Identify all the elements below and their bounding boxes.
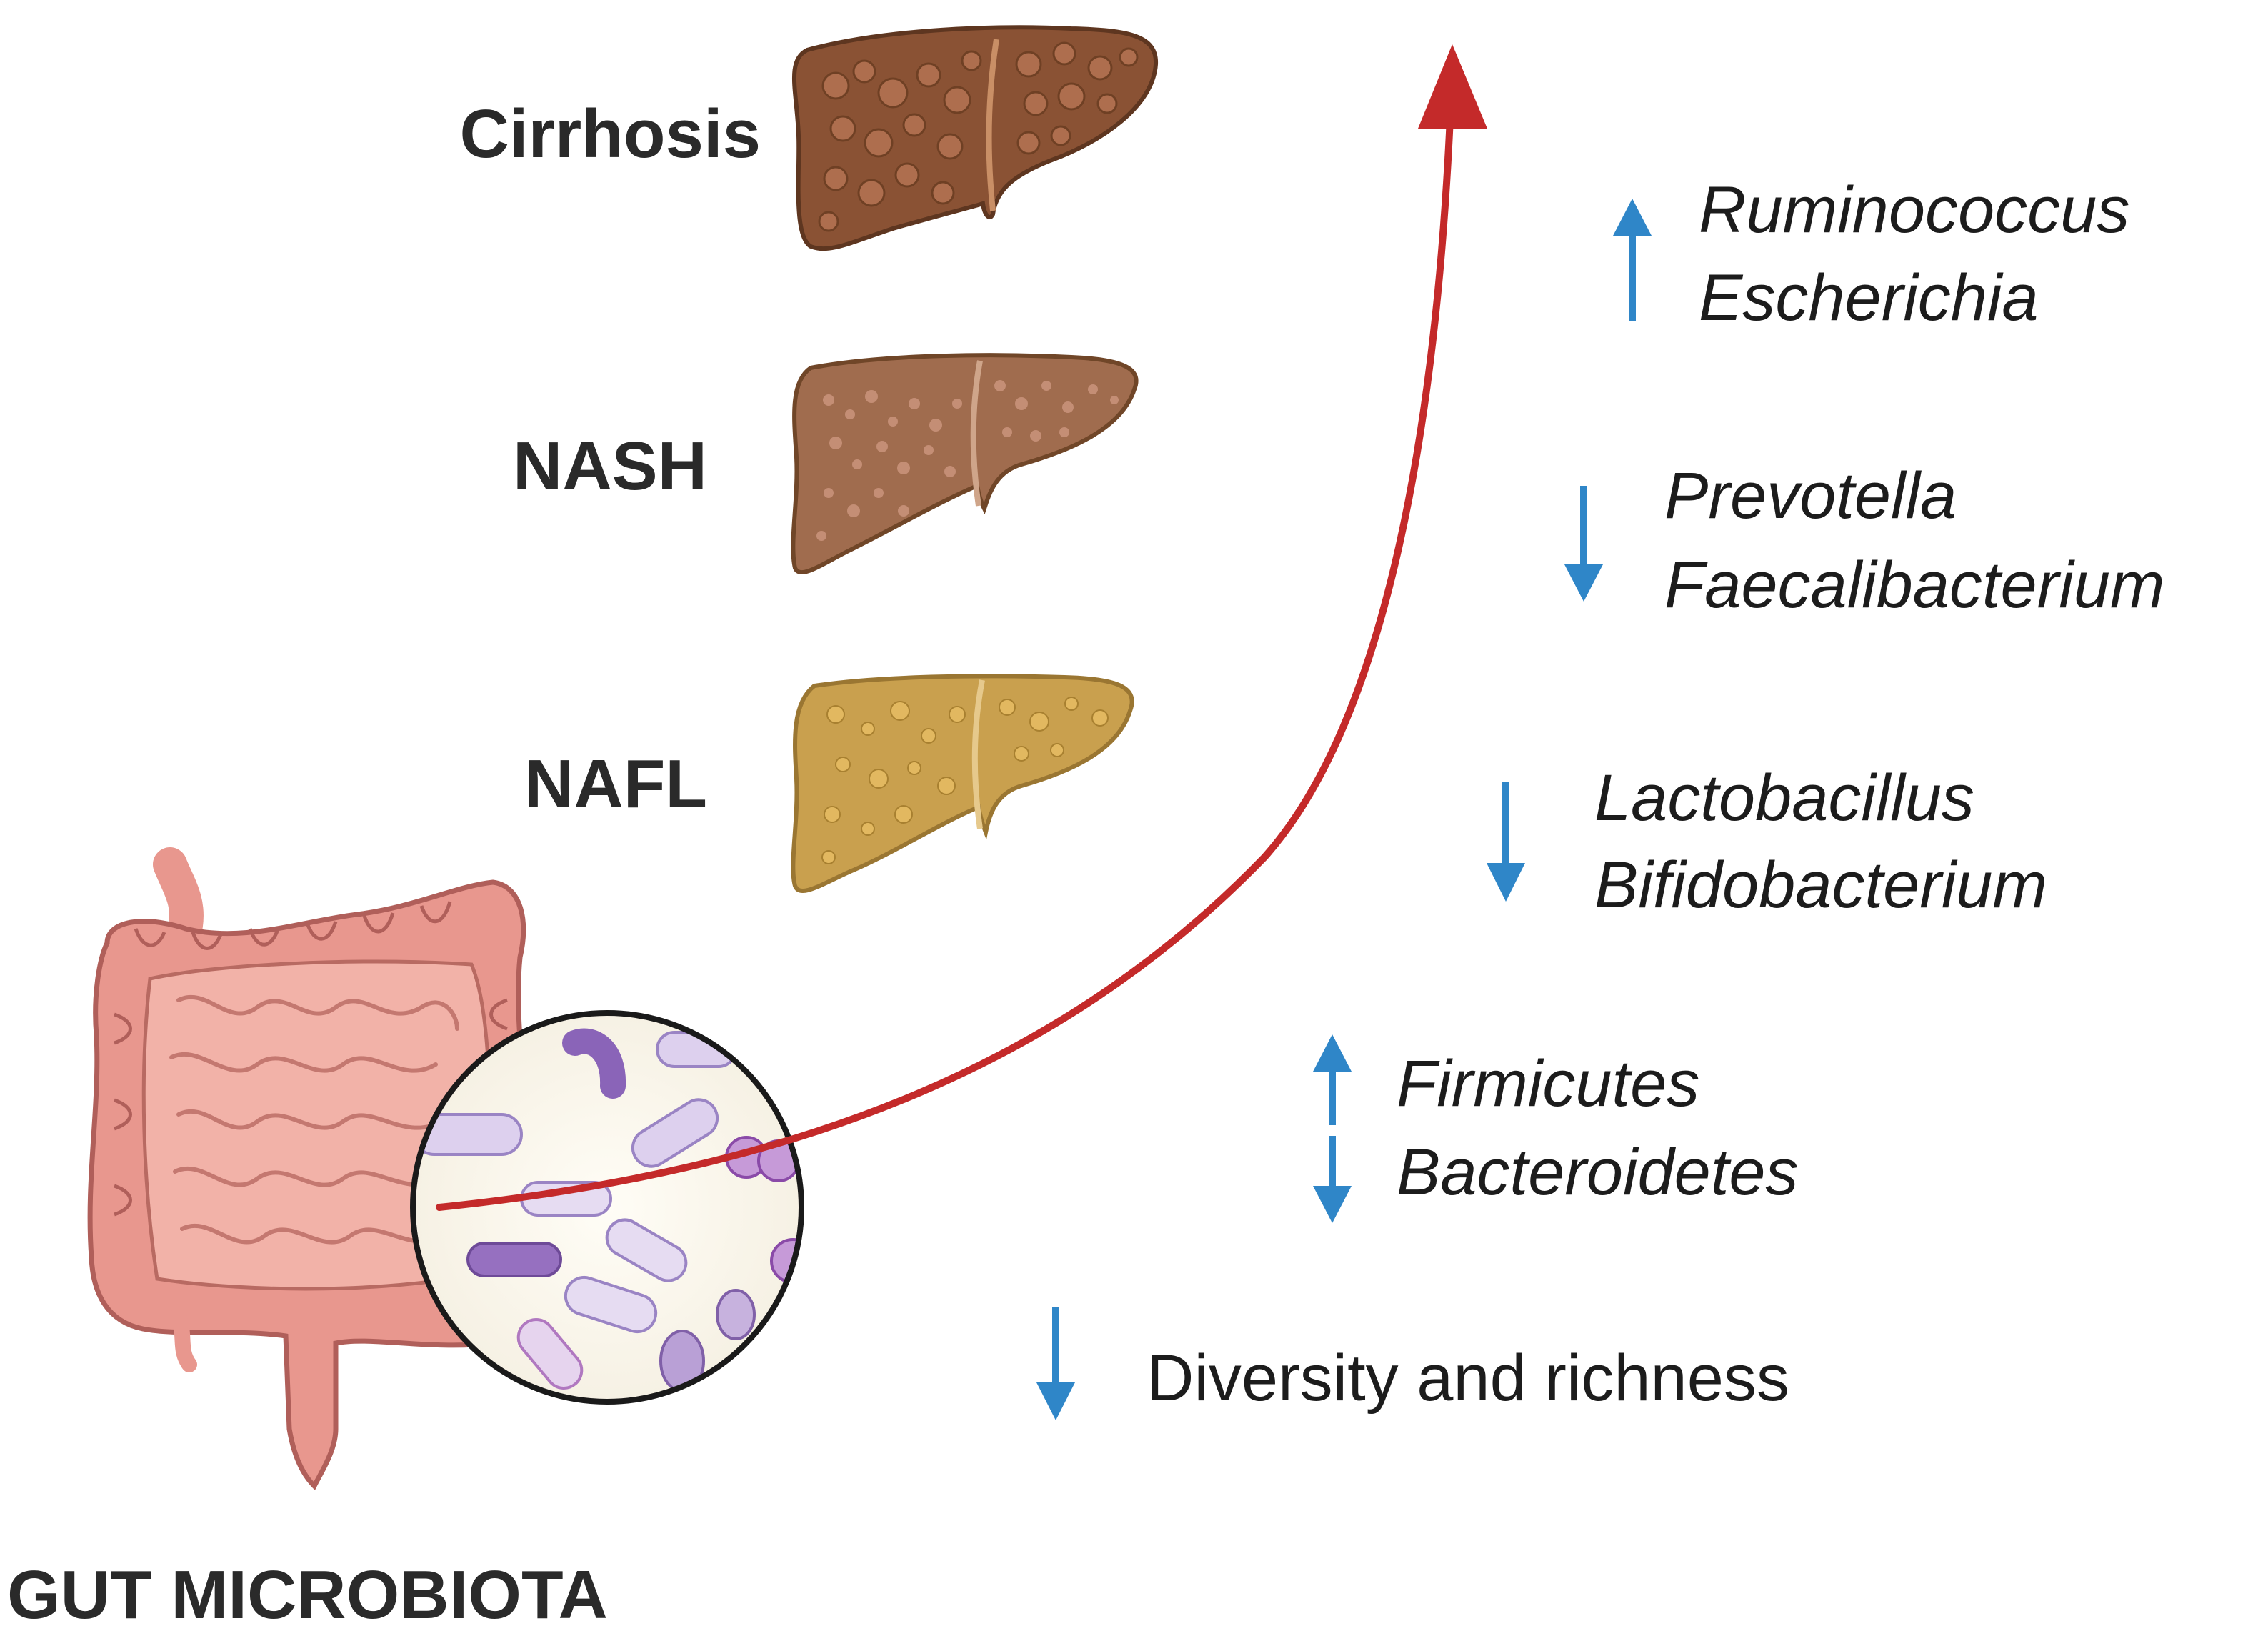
nash-liver-icon — [791, 353, 1139, 575]
increase-arrow-icon — [1613, 199, 1652, 321]
decrease-arrow-icon — [1564, 486, 1603, 602]
increase-arrow-icon — [1313, 1034, 1352, 1125]
taxon-faecalibacterium: Faecalibacterium — [1664, 549, 2165, 622]
microbiota-magnifier — [410, 1010, 804, 1405]
taxon-prevotella: Prevotella — [1664, 459, 1957, 532]
taxon-ruminococcus: Ruminococcus — [1699, 174, 2129, 246]
taxon-bacteroidetes: Bacteroidetes — [1397, 1136, 1799, 1209]
stage-label-cirrhosis: Cirrhosis — [460, 96, 761, 172]
stage-label-nash: NASH — [513, 428, 707, 504]
nafl-liver-icon — [791, 674, 1134, 894]
decrease-arrow-icon — [1313, 1136, 1352, 1223]
progression-arrow — [436, 44, 1487, 1211]
gut-microbiota-label: GUT MICROBIOTA — [7, 1557, 608, 1626]
taxon-firmicutes: Firmicutes — [1397, 1047, 1699, 1120]
decrease-arrow-icon — [1487, 782, 1525, 902]
diversity-label: Diversity and richness — [1147, 1342, 1789, 1415]
taxon-lactobacillus: Lactobacillus — [1594, 762, 1974, 834]
stage-label-nafl: NAFL — [524, 746, 707, 822]
intestine-icon — [87, 847, 531, 1490]
decrease-arrow-icon — [1036, 1307, 1075, 1420]
taxon-bifidobacterium: Bifidobacterium — [1594, 849, 2047, 922]
cirrhosis-liver-icon — [792, 25, 1159, 251]
bacteria-icon — [413, 1028, 801, 1392]
taxon-escherichia: Escherichia — [1699, 261, 2039, 334]
